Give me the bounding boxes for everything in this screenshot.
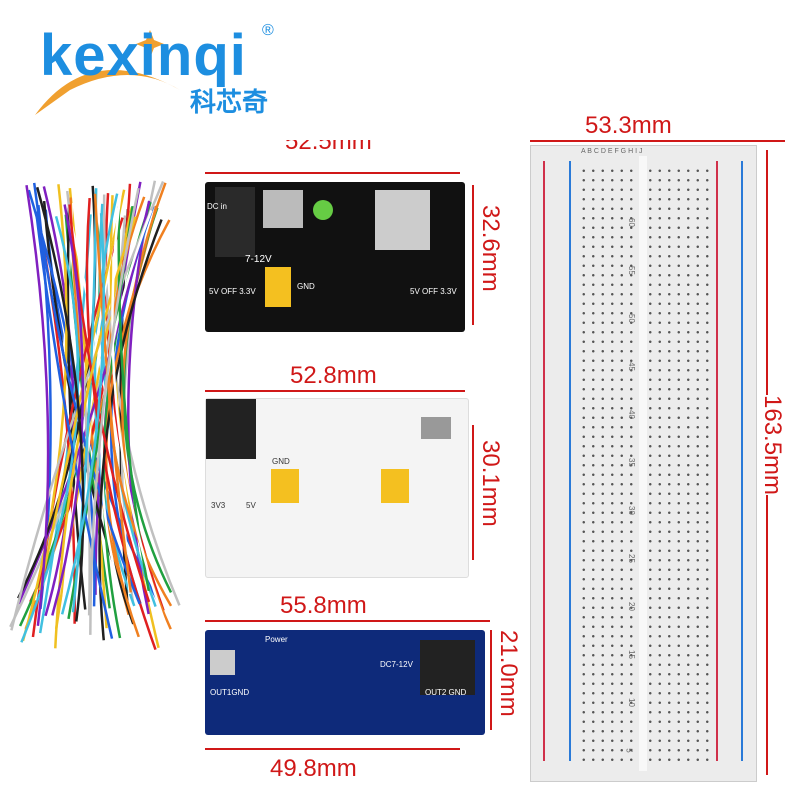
row-number: 55 (627, 266, 636, 275)
row-number: 35 (627, 458, 636, 467)
power-label: Power (265, 635, 288, 644)
mini-usb (210, 650, 235, 675)
breadboard-width-label: 53.3mm (585, 112, 672, 140)
board2-width-arrow (205, 390, 465, 392)
row-number: 15 (627, 650, 636, 659)
power-led (313, 200, 333, 220)
logo-brand-text: kexinqi (40, 22, 247, 89)
dc-label: DC7-12V (380, 660, 413, 669)
board3-top-arrow (205, 620, 490, 622)
breadboard-width-arrow (530, 140, 785, 142)
usb-port (421, 417, 451, 439)
brand-logo: kexinqi ® 科芯奇 (0, 0, 300, 120)
dc-jack (215, 187, 255, 257)
blue-rail-right (741, 161, 743, 761)
board1-width-label: 52.5mm (285, 140, 372, 156)
board3-bottom-width-label: 49.8mm (270, 755, 357, 783)
left-jumper (265, 267, 291, 307)
row-number: 45 (627, 362, 636, 371)
row-number: 10 (627, 698, 636, 707)
out2-label: OUT2 GND (425, 688, 466, 697)
board2-height-arrow (472, 425, 474, 560)
blue-rail-left (569, 161, 571, 761)
board1-height-arrow (472, 185, 474, 325)
center-channel (639, 156, 647, 771)
v5-label: 5V (246, 501, 256, 510)
dc-jack (420, 640, 475, 695)
breadboard-height-label: 163.5mm (758, 395, 786, 495)
push-switch (263, 190, 303, 228)
usb-port (375, 190, 430, 250)
dc-jack (206, 399, 256, 459)
left-jumper (271, 469, 299, 503)
row-number: 20 (627, 602, 636, 611)
board1-dimension: 52.5mm (205, 140, 475, 170)
red-rail-left (543, 161, 545, 761)
jumper-wire-bundle (0, 170, 200, 670)
voltage-label: 7-12V (245, 254, 272, 265)
row-number: 5 (625, 748, 634, 752)
board3-height-arrow (490, 630, 492, 730)
row-number: 60 (627, 218, 636, 227)
right-switch-label: 5V OFF 3.3V (410, 287, 457, 296)
right-jumper (381, 469, 409, 503)
board1-width-arrow (205, 172, 460, 174)
out1-label: OUT1GND (210, 688, 249, 697)
dc-label: DC in (207, 202, 227, 211)
row-number: 50 (627, 314, 636, 323)
row-number: 25 (627, 554, 636, 563)
board3-bottom-arrow (205, 748, 460, 750)
power-board-blue: Power DC7-12V OUT1GND OUT2 GND (205, 630, 485, 735)
board3-height-label: 21.0mm (494, 630, 522, 717)
row-numbers: 5 10 15 20 25 30 35 40 45 50 55 60 (627, 146, 637, 781)
logo-registered: ® (262, 22, 274, 40)
gnd-label: GND (272, 457, 290, 466)
row-number: 30 (627, 506, 636, 515)
row-number: 40 (627, 410, 636, 419)
board1-height-label: 32.6mm (476, 205, 504, 292)
gnd-label: GND (297, 282, 315, 291)
red-rail-right (716, 161, 718, 761)
v33-label: 3V3 (211, 501, 225, 510)
breadboard: A B C D E F G H I J 51015202530354045505… (530, 145, 757, 782)
power-board-black: DC in 7-12V 5V OFF 3.3V 5V OFF 3.3V GND (205, 182, 465, 332)
board2-width-label: 52.8mm (290, 362, 377, 390)
board2-height-label: 30.1mm (476, 440, 504, 527)
board3-top-width-label: 55.8mm (280, 592, 367, 620)
left-switch-label: 5V OFF 3.3V (209, 287, 256, 296)
power-board-white: GND 3V3 5V (205, 398, 469, 578)
logo-chinese-text: 科芯奇 (190, 82, 268, 119)
